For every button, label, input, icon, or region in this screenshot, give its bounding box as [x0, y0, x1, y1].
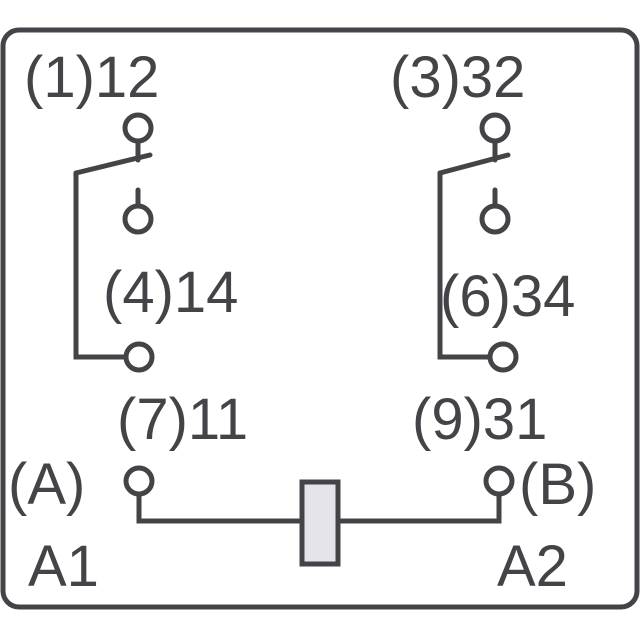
- label-pin-1-12: (1)12: [24, 45, 159, 110]
- right-switch-blade: [437, 152, 511, 176]
- terminal-a2: [483, 465, 515, 497]
- right-common-wire: [437, 170, 492, 360]
- label-pin-6-34: (6)34: [440, 264, 575, 329]
- terminal-32: [479, 112, 511, 144]
- coil-symbol: [299, 479, 341, 567]
- label-pin-4-14: (4)14: [103, 260, 238, 325]
- left-common-wire: [73, 170, 128, 360]
- terminal-11: [123, 341, 155, 373]
- label-coil-a1: A1: [28, 534, 99, 599]
- terminal-12: [122, 112, 154, 144]
- label-pin-3-32: (3)32: [390, 45, 525, 110]
- label-coil-a2: A2: [497, 534, 568, 599]
- terminal-31: [487, 341, 519, 373]
- left-switch-blade: [73, 152, 153, 176]
- terminal-34: [479, 203, 511, 235]
- label-pin-7-11: (7)11: [117, 387, 248, 452]
- label-pin-9-31: (9)31: [412, 387, 547, 452]
- terminal-14: [122, 203, 154, 235]
- diagram-frame: [0, 27, 640, 610]
- label-pin-b: (B): [519, 452, 596, 517]
- label-pin-a: (A): [8, 452, 85, 517]
- terminal-a1: [123, 465, 155, 497]
